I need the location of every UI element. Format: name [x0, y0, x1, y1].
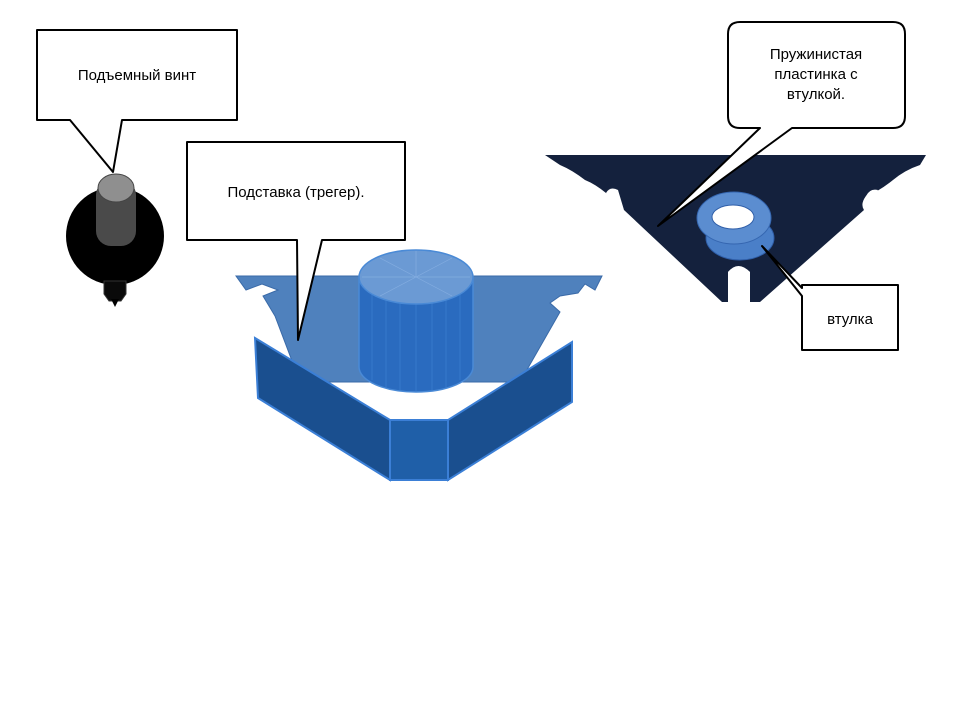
label-stand: Подставка (трегер).	[227, 184, 365, 201]
stand-front-block	[389, 419, 449, 481]
callout-spring-plate	[657, 21, 906, 227]
callout-screw	[36, 29, 238, 173]
bushing-hole	[711, 204, 755, 230]
callout-stand	[186, 141, 406, 341]
screw-tip	[103, 280, 127, 302]
label-bushing: втулка	[827, 311, 873, 328]
plate-slot	[728, 266, 750, 302]
screw-point	[111, 299, 119, 307]
screw-top	[97, 173, 135, 203]
label-spring-plate: Пружинистая пластинка с втулкой.	[769, 46, 863, 103]
label-lifting-screw: Подъемный винт	[77, 67, 197, 84]
callout-bushing	[761, 245, 899, 351]
spring-plate	[545, 155, 926, 302]
tribrach-stand	[235, 249, 603, 482]
lifting-screw	[66, 173, 164, 307]
